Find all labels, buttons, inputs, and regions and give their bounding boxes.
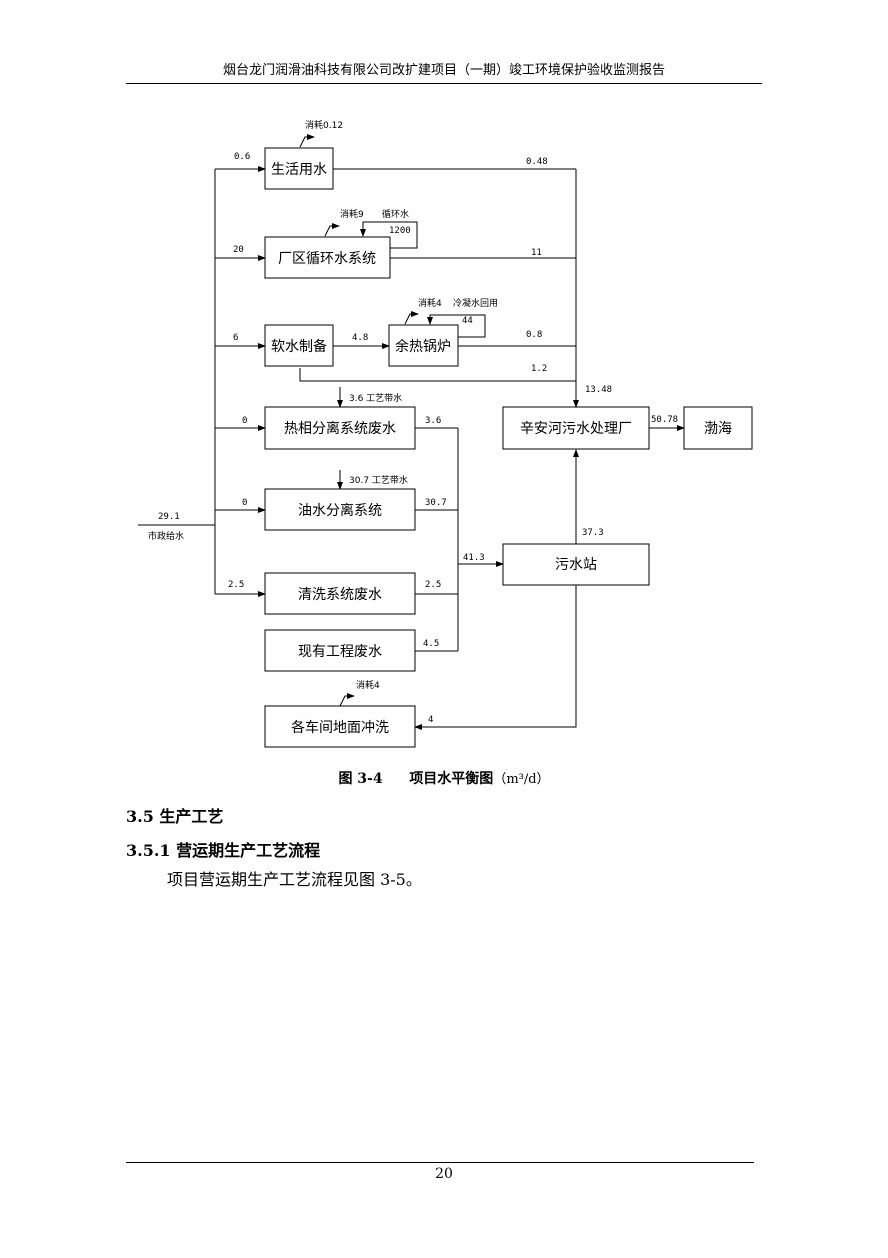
body-paragraph: 项目营运期生产工艺流程见图 3-5。 — [167, 870, 422, 889]
annotation-consume-boiler: 消耗4 — [418, 297, 442, 309]
box-phase-separation — [264, 406, 416, 450]
box-label-xinanhe-plant: 辛安河污水处理厂 — [520, 421, 632, 437]
annotation-consume-floor: 消耗4 — [356, 679, 380, 691]
consume-arrow-floor — [339, 693, 355, 707]
flow-label-in-cleaning: 2.5 — [228, 580, 244, 590]
figure-caption: 图 3-4 项目水平衡图（m³/d） — [0, 769, 888, 790]
consume-arrow-boiler — [404, 311, 419, 325]
flow-label-municipal-total: 29.1 — [158, 512, 180, 522]
figure-number: 图 3-4 — [338, 771, 383, 787]
flow-label-out-domestic: 0.48 — [526, 157, 548, 167]
box-bohai — [683, 406, 753, 450]
box-label-floor-washing: 各车间地面冲洗 — [291, 719, 389, 736]
annotation-process-water-oil: 30.7 工艺带水 — [349, 474, 408, 486]
flow-label-out-cleaning: 2.5 — [425, 580, 441, 590]
box-label-cleaning: 清洗系统废水 — [298, 587, 382, 603]
annotation-circulating-value: 1200 — [389, 226, 411, 236]
condensate-loop — [427, 314, 486, 338]
page-number: 20 — [435, 1166, 453, 1182]
annotation-circulating-water: 循环水 — [382, 208, 409, 220]
box-softening — [264, 324, 334, 367]
flow-label-in-softening: 6 — [233, 333, 238, 343]
box-oil-water-separation — [264, 488, 416, 531]
figure-unit: （m³/d） — [493, 772, 550, 787]
flow-label-soft-to-boiler: 4.8 — [352, 333, 368, 343]
box-label-softening: 软水制备 — [271, 338, 327, 355]
box-floor-washing — [264, 705, 416, 748]
flow-label-in-oil: 0 — [242, 498, 247, 508]
water-balance-diagram: 生活用水 厂区循环水系统 软水制备 余热锅炉 热相分离系统废水 油水分离系统 清… — [138, 119, 753, 748]
box-waste-heat-boiler — [388, 324, 459, 367]
section-heading: 3.5 生产工艺 — [126, 807, 224, 826]
flow-label-to-sewage-station: 41.3 — [463, 553, 485, 563]
flow-label-to-bohai: 50.78 — [651, 415, 678, 425]
box-cleaning — [264, 572, 416, 615]
flow-label-to-floor-washing: 4 — [428, 715, 433, 725]
annotation-consume-domestic: 消耗0.12 — [305, 119, 343, 131]
flow-label-out-circulating: 11 — [531, 248, 542, 258]
flow-line-softening-drain — [299, 368, 576, 382]
box-sewage-station — [502, 543, 650, 586]
flow-label-in-circulating: 20 — [233, 245, 244, 255]
annotation-process-water-phase: 3.6 工艺带水 — [349, 392, 402, 404]
flow-label-in-domestic: 0.6 — [234, 152, 250, 162]
flow-label-out-phase: 3.6 — [425, 416, 441, 426]
box-label-waste-heat-boiler: 余热锅炉 — [395, 338, 451, 355]
consume-arrow-domestic — [299, 134, 315, 148]
box-label-oil-water-separation: 油水分离系统 — [298, 502, 382, 519]
figure-title: 项目水平衡图 — [409, 771, 494, 787]
subsection-heading: 3.5.1 营运期生产工艺流程 — [126, 841, 321, 860]
footer-rule — [126, 1162, 754, 1163]
circulating-loop — [360, 221, 418, 249]
flow-label-out-existing: 4.5 — [423, 639, 439, 649]
consume-arrow-circulating — [324, 223, 340, 237]
flow-label-out-oil: 30.7 — [425, 498, 447, 508]
box-label-bohai: 渤海 — [704, 421, 732, 437]
flow-label-in-phase: 0 — [242, 416, 247, 426]
running-header: 烟台龙门润滑油科技有限公司改扩建项目（一期）竣工环境保护验收监测报告 — [222, 63, 665, 78]
box-xinanhe-plant — [502, 406, 650, 450]
annotation-condensate-value: 44 — [462, 316, 473, 326]
flow-label-out-boiler: 0.8 — [526, 330, 542, 340]
flow-label-station-to-xinanhe: 37.3 — [582, 528, 604, 538]
box-existing-project — [264, 629, 416, 672]
box-label-phase-separation: 热相分离系统废水 — [284, 420, 396, 437]
flow-label-softening-drain: 1.2 — [531, 364, 547, 374]
box-label-domestic-water: 生活用水 — [271, 162, 327, 178]
box-label-sewage-station: 污水站 — [555, 557, 597, 573]
box-circulating-system — [264, 236, 391, 279]
box-label-existing-project: 现有工程废水 — [298, 644, 382, 660]
header-rule — [126, 83, 762, 84]
annotation-consume-circulating: 消耗9 — [340, 208, 364, 220]
box-label-circulating-system: 厂区循环水系统 — [278, 251, 376, 267]
flow-label-to-xinanhe: 13.48 — [585, 385, 612, 395]
flow-arrow-to-floor-washing — [414, 585, 577, 730]
box-domestic-water — [264, 147, 334, 190]
annotation-condensate-reuse: 冷凝水回用 — [453, 297, 498, 309]
annotation-municipal-supply: 市政给水 — [148, 530, 184, 542]
